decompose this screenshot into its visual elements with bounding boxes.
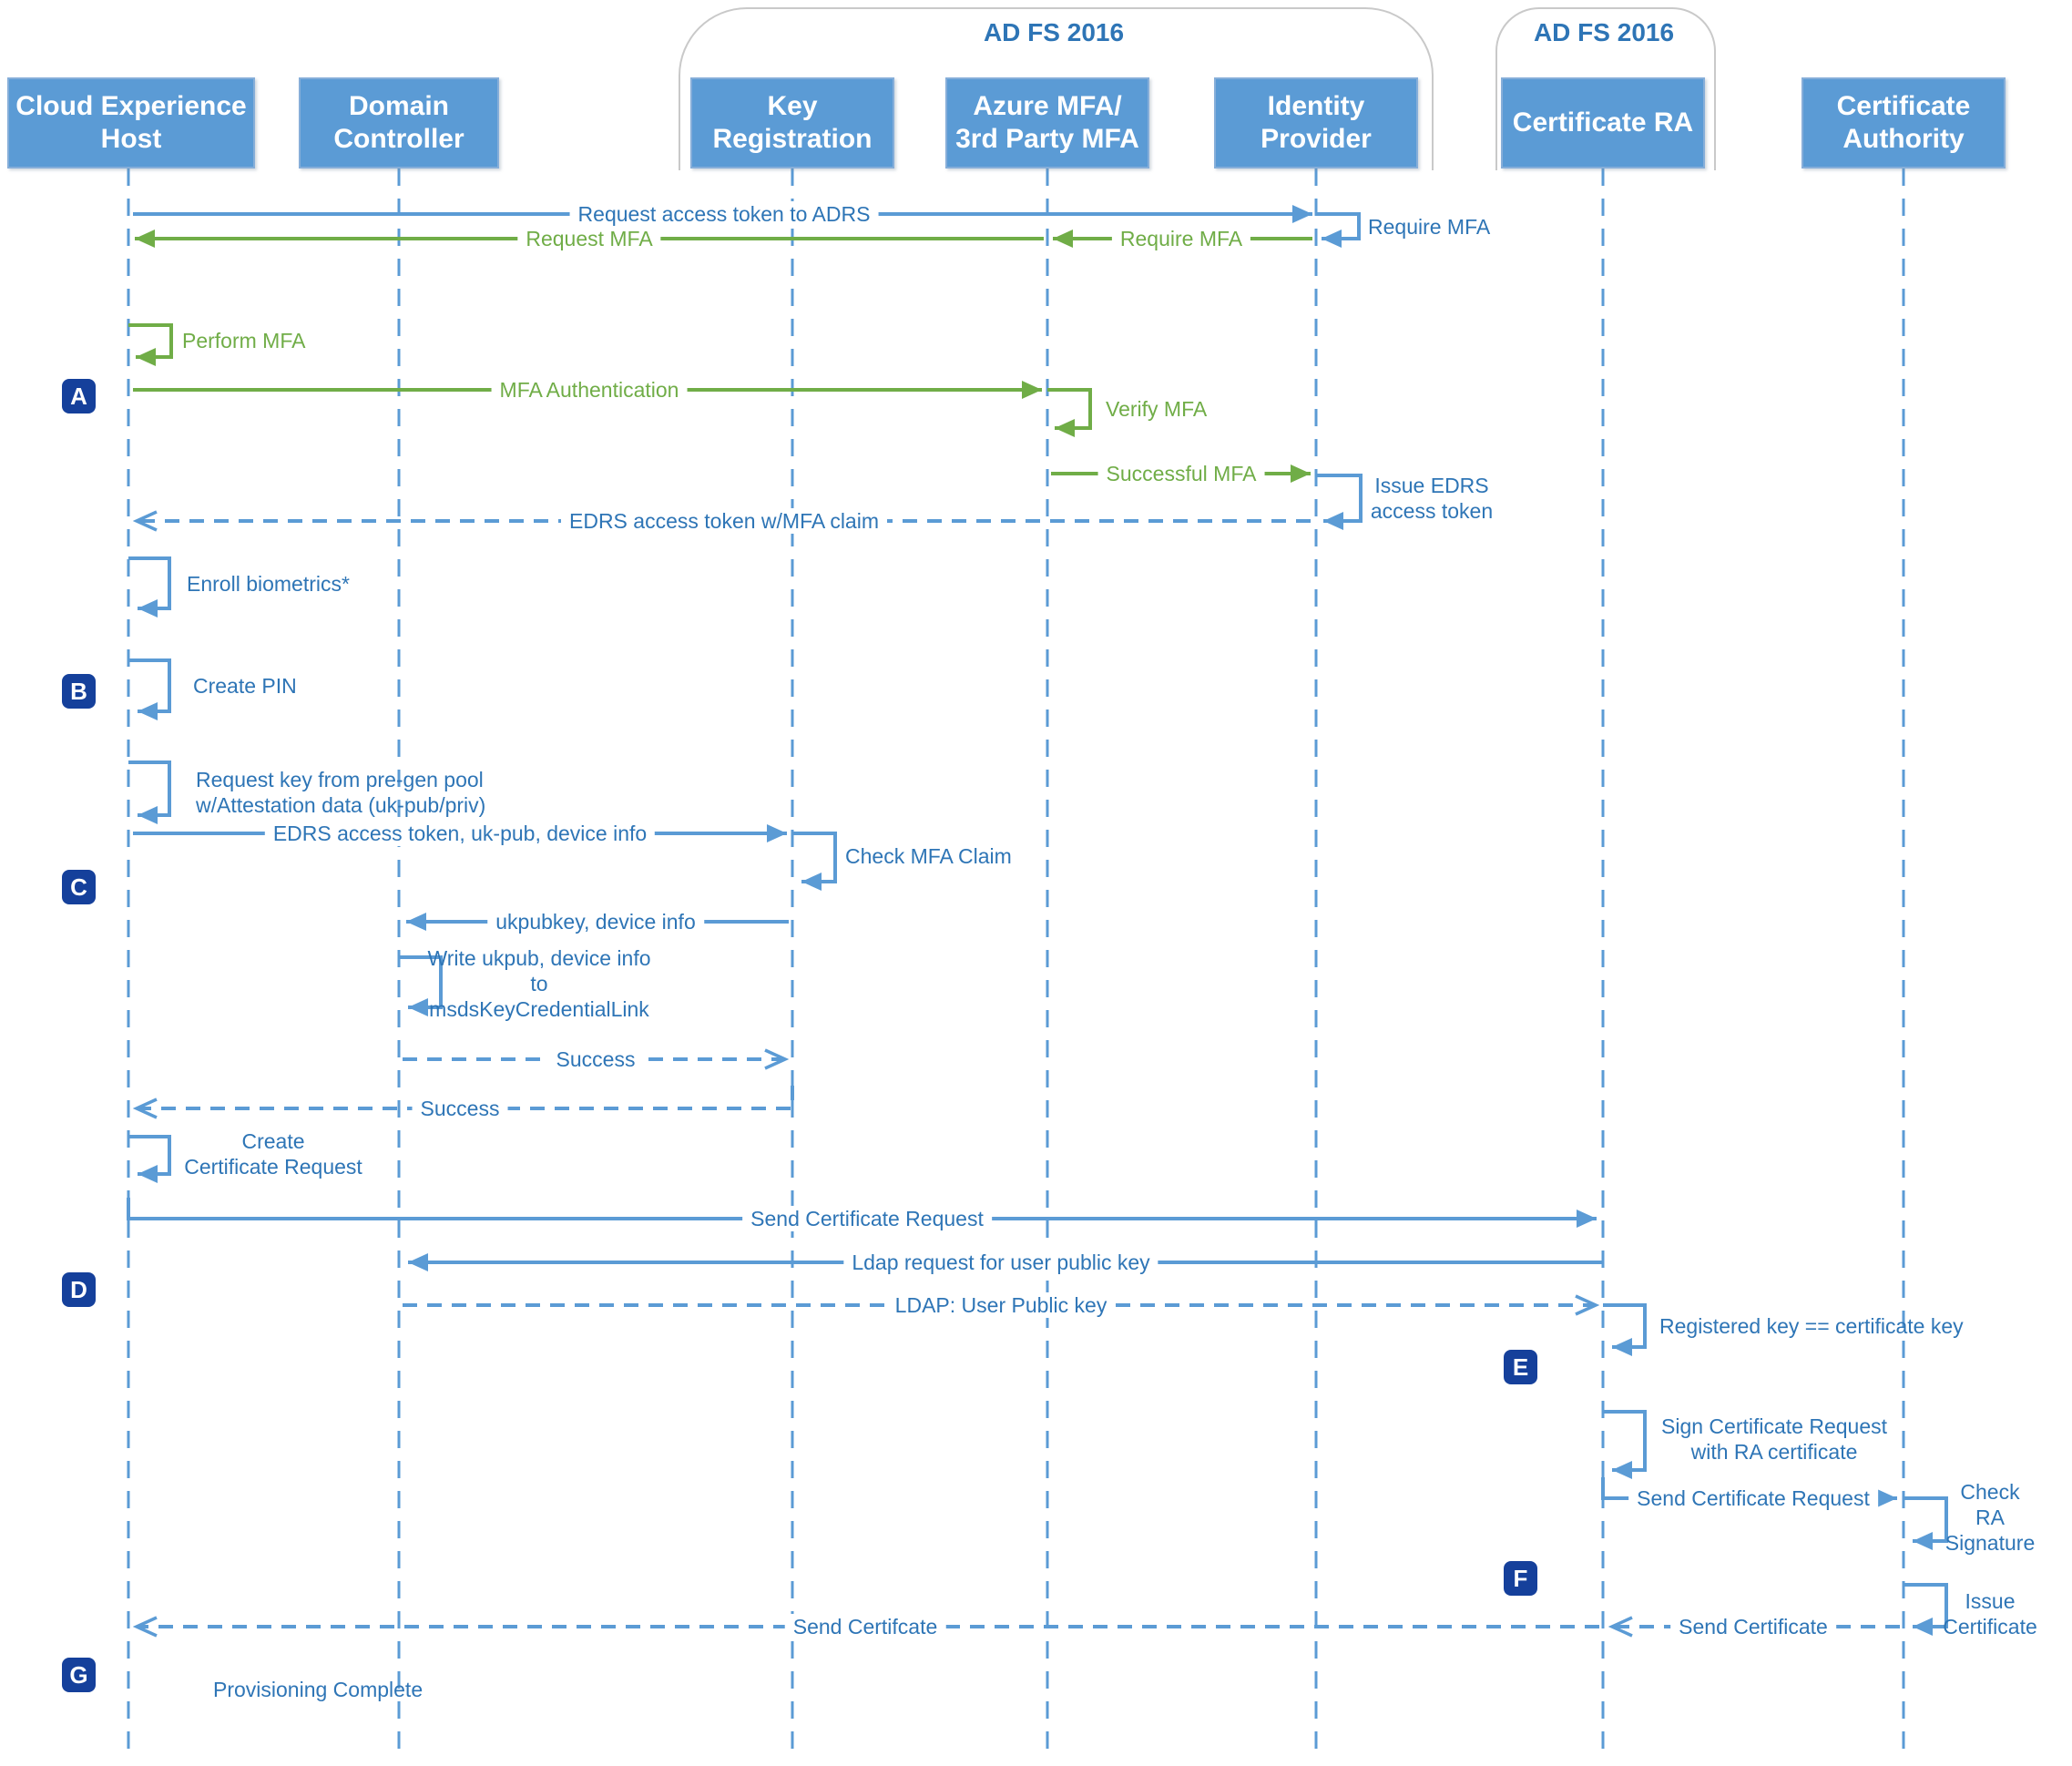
label-sign-cert-request: Sign Certificate Request with RA certifi… <box>1660 1414 1888 1464</box>
loop-request-key <box>128 761 171 824</box>
label-send-certifcate: Send Certifcate <box>784 1613 946 1640</box>
step-marker-c: C <box>62 870 96 904</box>
label-check-ra-signature: Check RA Signature <box>1944 1479 2036 1556</box>
label-request-access-token: Request access token to ADRS <box>569 200 879 228</box>
loop-create-cert-request <box>128 1135 171 1183</box>
arrow-success-kr-ceh <box>137 1086 794 1108</box>
label-enroll-biometrics: Enroll biometrics* <box>187 571 350 596</box>
loop-perform-mfa <box>128 323 173 366</box>
label-registered-key: Registered key == certificate key <box>1659 1313 1964 1338</box>
label-ldap-request: Ldap request for user public key <box>843 1249 1158 1276</box>
adfs-group-label-small: AD FS 2016 <box>1533 18 1675 46</box>
loop-verify-mfa <box>1047 388 1092 437</box>
label-require-mfa-self: Require MFA <box>1368 214 1491 239</box>
label-send-cert-request: Send Certificate Request <box>742 1205 992 1232</box>
actor-cloud-experience-host: Cloud Experience Host <box>7 77 255 168</box>
step-marker-a: A <box>62 379 96 413</box>
actor-domain-controller: Domain Controller <box>299 77 499 168</box>
actor-identity-provider: Identity Provider <box>1214 77 1418 168</box>
label-write-ukpub: Write ukpub, device info to msdsKeyCrede… <box>427 945 651 1022</box>
loop-create-pin <box>128 658 171 720</box>
label-issue-edrs: Issue EDRS access token <box>1370 473 1494 523</box>
label-ukpubkey: ukpubkey, device info <box>487 908 704 935</box>
label-require-mfa-green: Require MFA <box>1111 225 1251 252</box>
loop-check-ra-signature <box>1904 1496 1948 1550</box>
label-send-certificate: Send Certificate <box>1670 1613 1836 1640</box>
label-create-cert-request: Create Certificate Request <box>184 1128 362 1179</box>
label-edrs-claim: EDRS access token w/MFA claim <box>561 507 887 535</box>
loop-sign-cert-request <box>1603 1410 1647 1479</box>
label-success-kr-ceh: Success <box>412 1095 508 1122</box>
label-create-pin: Create PIN <box>193 673 297 698</box>
loop-registered-key <box>1603 1303 1647 1356</box>
label-request-mfa: Request MFA <box>517 225 661 252</box>
actor-azure-mfa: Azure MFA/ 3rd Party MFA <box>945 77 1149 168</box>
step-marker-b: B <box>62 674 96 709</box>
actor-key-registration: Key Registration <box>690 77 894 168</box>
step-marker-f: F <box>1504 1561 1537 1596</box>
loop-require-mfa-idp <box>1316 212 1361 248</box>
loop-write-ukpub <box>399 955 443 1016</box>
label-successful-mfa: Successful MFA <box>1097 460 1265 487</box>
label-request-key: Request key from pre-gen pool w/Attestat… <box>196 767 486 817</box>
loop-check-mfa-claim <box>792 832 837 891</box>
label-send-cert-request-ca: Send Certificate Request <box>1628 1485 1878 1512</box>
step-marker-g: G <box>62 1658 96 1692</box>
label-mfa-authentication: MFA Authentication <box>491 376 688 403</box>
actor-certificate-ra: Certificate RA <box>1501 77 1705 168</box>
arrow-send-cert-request <box>127 1198 1597 1228</box>
label-edrs-ukpub: EDRS access token, uk-pub, device info <box>264 820 656 847</box>
label-provisioning-complete: Provisioning Complete <box>213 1677 424 1701</box>
step-marker-d: D <box>62 1272 96 1307</box>
label-issue-certificate: Issue Certificate <box>1943 1588 2037 1638</box>
label-ldap-user-public-key: LDAP: User Public key <box>886 1291 1116 1319</box>
label-success-dc-kr: Success <box>547 1046 644 1073</box>
adfs-group-label-large: AD FS 2016 <box>983 18 1125 46</box>
label-verify-mfa: Verify MFA <box>1106 396 1208 421</box>
label-perform-mfa: Perform MFA <box>182 328 306 352</box>
actor-certificate-authority: Certificate Authority <box>1802 77 2006 168</box>
loop-enroll-biometrics <box>128 556 171 618</box>
loop-issue-certificate <box>1904 1583 1948 1636</box>
step-marker-e: E <box>1504 1350 1537 1384</box>
loop-issue-edrs <box>1316 474 1363 530</box>
label-check-mfa-claim: Check MFA Claim <box>845 843 1012 868</box>
